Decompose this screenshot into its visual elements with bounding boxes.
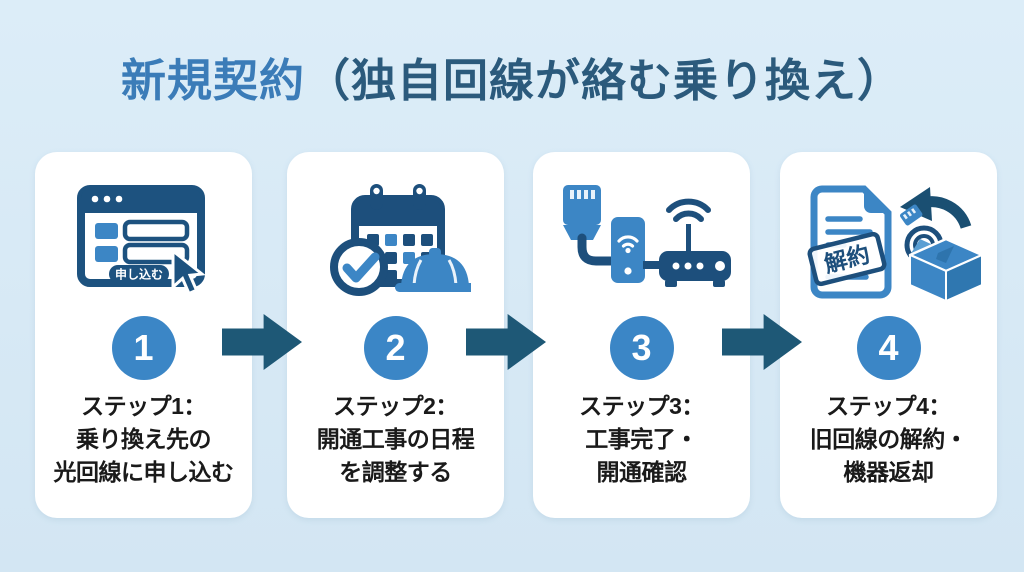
cancellation-return-icon: 解約 <box>807 185 981 302</box>
step3-number-badge: 3 <box>609 316 674 380</box>
step3-label: ステップ3： 工事完了・ 開通確認 <box>579 393 704 485</box>
step4-number-badge: 4 <box>856 316 921 380</box>
apply-button-label: 申し込む <box>114 267 162 282</box>
page-title-main: 新規契約 <box>120 55 305 106</box>
step3-icon-wrap <box>533 178 750 302</box>
step-card-3: 3 ステップ3： 工事完了・ 開通確認 <box>533 152 750 518</box>
step1-icon-wrap: 申し込む <box>35 178 252 302</box>
page-title: 新規契約（独自回線が絡む乗り換え） <box>0 44 1024 109</box>
step-card-4: 解約 4 ステップ4： 旧回線 <box>780 152 997 518</box>
step2-label: ステップ2： 開通工事の日程 を調整する <box>316 393 475 485</box>
step1-number-badge: 1 <box>111 316 176 380</box>
step2-icon-wrap <box>287 178 504 302</box>
page-title-sub: （独自回線が絡む乗り換え） <box>305 55 904 106</box>
step2-number-badge: 2 <box>363 316 428 380</box>
application-form-icon: 申し込む <box>76 185 206 296</box>
step1-label: ステップ1： 乗り換え先の 光回線に申し込む <box>53 393 235 485</box>
step4-icon-wrap: 解約 <box>780 178 997 302</box>
step4-label: ステップ4： 旧回線の解約・ 機器返却 <box>809 393 968 485</box>
construction-schedule-icon <box>329 184 471 296</box>
step-card-1: 申し込む 1 ステップ1： 乗り換え先の 光回線に申し込む <box>35 152 252 518</box>
router-connection-icon <box>563 185 731 287</box>
